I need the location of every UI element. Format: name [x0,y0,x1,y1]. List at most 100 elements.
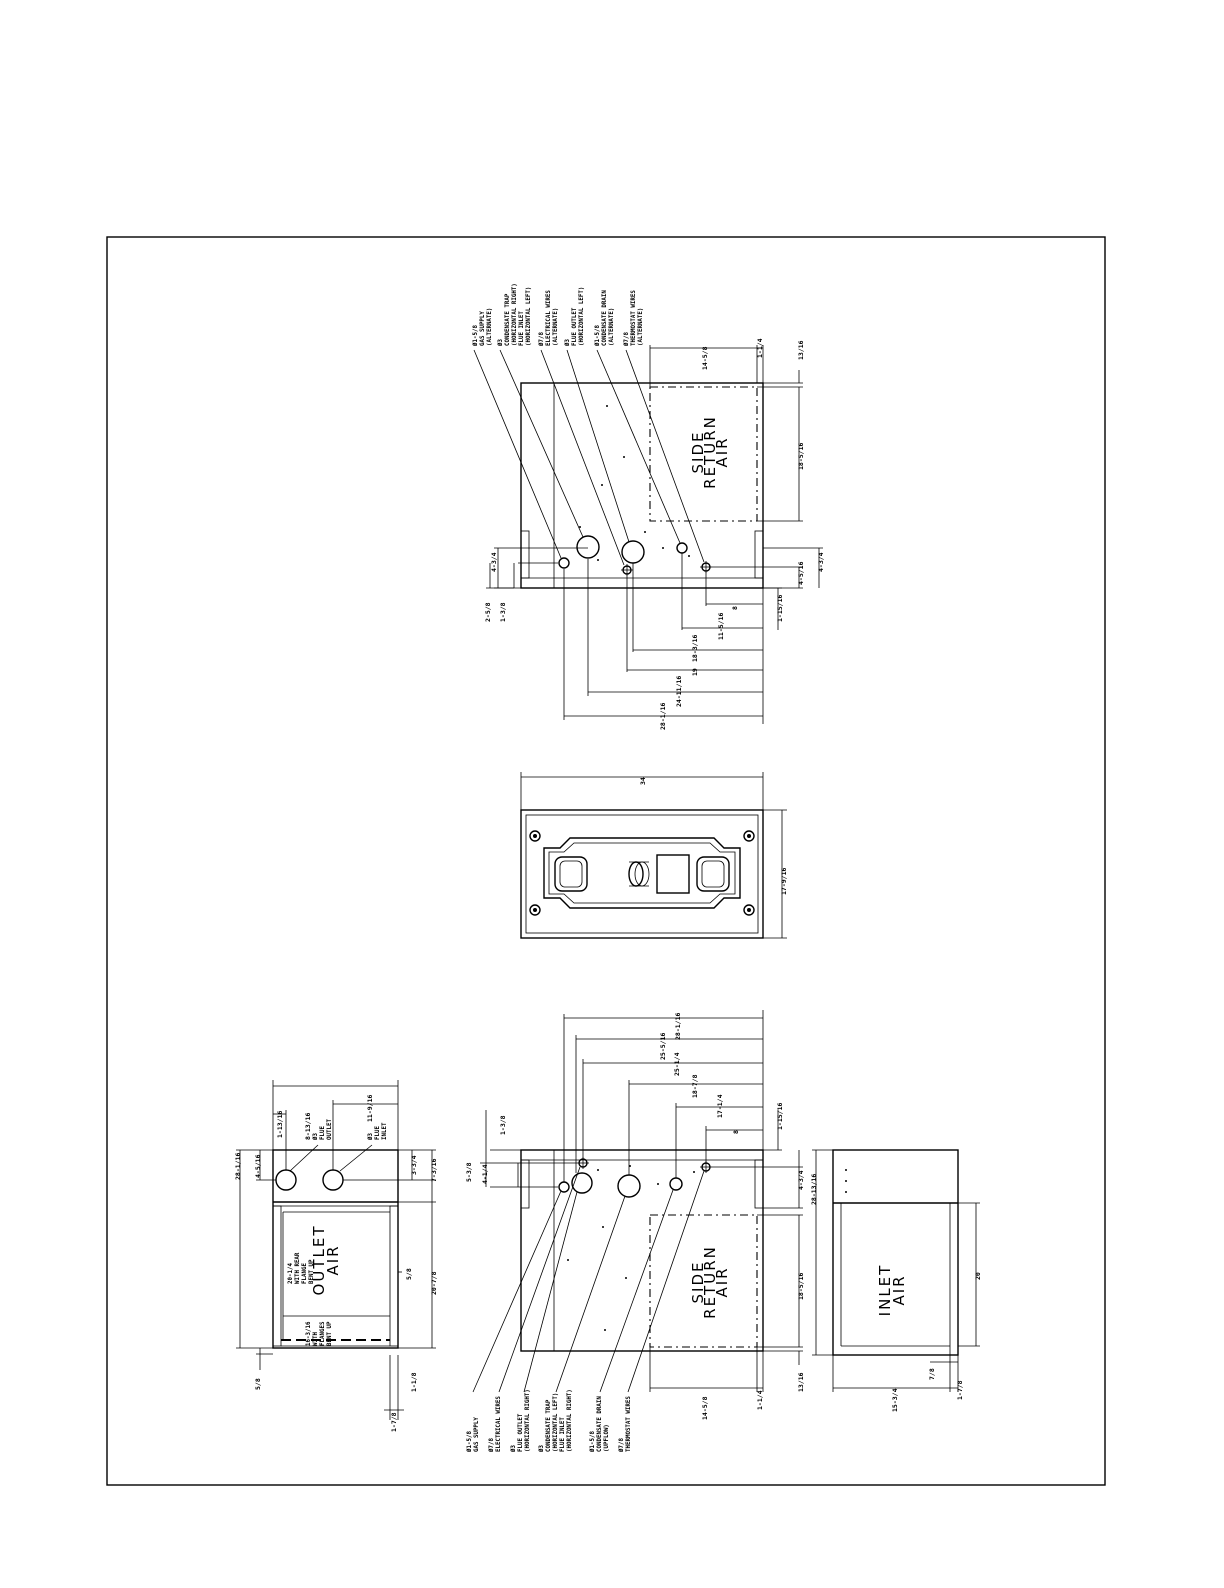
top-dim-28-1-16: 28-1/16 [659,703,667,730]
inlet-flue-note-1: Ø3 [367,1133,374,1141]
top-dim-1-15-16: 1-15/16 [776,595,784,622]
inlet-flue-note-3: INLET [382,1122,388,1140]
flue-outlet-hole [621,540,645,564]
bottom-flue-outlet-hole [571,1172,593,1194]
top-callout-5-3: (ALTERNATE) [609,308,615,346]
top-dim-24-11-16: 24-11/16 [675,676,683,707]
bottom-dim-25-5-16: 25-5/16 [659,1033,667,1060]
top-callout-2-5: (HORIZONTAL LEFT) [526,287,532,346]
outlet-dim-1-1-8: 1-1/8 [410,1372,418,1392]
top-view-label-2: RETURN [701,415,719,489]
top-callout-6-3: (ALTERNATE) [638,308,644,346]
top-view-cabinet [520,382,764,589]
bottom-callout-6-1: Ø7/8 [618,1438,625,1453]
outlet-note-top-3: FLANGE [302,1263,308,1284]
top-dim-1-3-8: 1-3/8 [499,602,507,622]
top-dim-1-1-4: 1-1/4 [756,338,764,358]
outlet-note-top-1: 20-1/4 [288,1263,294,1284]
outlet-dim-5-8-b: 5/8 [405,1268,413,1280]
outlet-dim-11-9-16: 11-9/16 [366,1095,374,1122]
bottom-callout-1-2: GAS SUPPLY [474,1417,480,1452]
outlet-label-2: AIR [324,1244,342,1275]
top-callout-5-2: CONDENSATE DRAIN [602,290,608,346]
bottom-dim-17-1-4: 17-1/4 [716,1094,724,1118]
outlet-dim-5-8-a: 5/8 [254,1378,262,1390]
inlet-view-cabinet [832,1149,959,1356]
top-callout-2-3: (HORIZONTAL RIGHT) [512,283,518,346]
outlet-note-bottom-3: FLANGES [320,1321,326,1346]
top-view-return-cutout [649,386,758,522]
bottom-callout-5-2: CONDENSATE DRAIN [597,1396,603,1452]
bottom-dim-14-5-8: 14-5/8 [701,1396,709,1420]
outlet-view: OUTLET AIR 20-1/4 WITH REAR FLANGE BENT … [234,1080,438,1432]
blower-deck [543,837,741,909]
control-box [656,854,690,894]
outlet-flue-hole [275,1169,297,1191]
inlet-view: INLET AIR 28-13/16 20 15-3/4 7/8 1-7/8 [810,1149,982,1412]
inlet-dim-1-7-8: 1-7/8 [956,1380,964,1400]
outlet-note-bottom-1: 16-3/16 [306,1321,312,1346]
middle-view: 34 17-9/16 [520,772,788,939]
top-callout-2-4: FLUE INLET [519,311,525,346]
bottom-dim-1-1-4: 1-1/4 [756,1390,764,1410]
bottom-dim-13-16: 13/16 [797,1372,805,1392]
top-view-label-1: SIDE [689,431,707,474]
outlet-flue-note-3: OUTLET [327,1119,333,1140]
condensate-trap-hole [576,535,600,559]
bottom-callout-1-1: Ø1-5/8 [466,1431,473,1453]
inlet-label-1: INLET [876,1264,894,1317]
bottom-dim-4-1-4: 4-1/4 [481,1164,489,1184]
outlet-note-top-2: WITH REAR [295,1252,301,1284]
top-callout-4-3: (HORIZONTAL LEFT) [579,287,585,346]
bottom-callout-5-3: (UPFLOW) [604,1424,610,1452]
bottom-callout-4-2: CONDENSATE TRAP [546,1399,552,1452]
bottom-dim-18-5-16: 18-5/16 [797,1273,805,1300]
bottom-view-cabinet [520,1149,764,1352]
top-view: SIDE RETURN AIR Ø1-5/8 [472,283,825,730]
top-callout-6-1: Ø7/8 [623,332,630,347]
bottom-drain-hole [669,1177,683,1191]
bottom-view: SIDE RETURN AIR Ø1-5/8 GAS SUPP [465,1010,805,1453]
outlet-flue-note-1: Ø3 [312,1133,319,1141]
top-dim-11-5-16: 11-5/16 [717,613,725,640]
top-callout-1-3: (ALTERNATE) [487,308,493,346]
bottom-dim-1-3-8: 1-3/8 [499,1115,507,1135]
outlet-dim-20-7-8: 20-7/8 [430,1271,438,1295]
top-callout-4-1: Ø3 [564,339,571,347]
bottom-callout-4-1: Ø3 [538,1445,545,1453]
bottom-dim-18-7-8: 18-7/8 [691,1074,699,1098]
top-dim-4-5-16: 4-5/16 [797,561,805,585]
top-dim-18-5-16: 18-5/16 [797,443,805,470]
bottom-gas-hole [558,1181,570,1193]
bottom-callout-3-3: (HORIZONTAL RIGHT) [525,1389,531,1452]
bottom-dim-1-15-16: 1-15/16 [776,1103,784,1130]
top-dim-4-3-4-right: 4-3/4 [817,552,825,572]
gas-supply-hole [558,557,570,569]
inlet-dim-20: 20 [974,1272,982,1280]
top-callout-2-1: Ø3 [497,339,504,347]
bottom-view-label-3: AIR [713,1266,731,1297]
top-callout-2-2: CONDENSATE TRAP [505,293,511,346]
bottom-callout-2-2: ELECTRICAL WIRES [496,1396,502,1452]
middle-dim-depth: 17-9/16 [780,868,788,895]
bottom-view-return-cutout [649,1214,758,1348]
bottom-dim-25-1-4: 25-1/4 [673,1052,681,1076]
top-callout-5-1: Ø1-5/8 [594,325,601,347]
bottom-view-label-1: SIDE [689,1261,707,1304]
bottom-dim-8: 8 [732,1130,740,1134]
top-dim-18-3-16: 18-3/16 [691,635,699,662]
inlet-label-2: AIR [890,1274,908,1305]
top-callout-3-3: (ALTERNATE) [553,308,559,346]
outlet-dim-7-3-16: 7-3/16 [430,1158,438,1182]
top-callout-1-1: Ø1-5/8 [472,325,479,347]
outlet-note-top-4: BENT UP [309,1259,315,1284]
outlet-dim-8-13-16: 8-13/16 [304,1113,312,1140]
top-dim-13-16: 13/16 [797,340,805,360]
bottom-dim-5-3-8: 5-3/8 [465,1162,473,1182]
middle-view-cabinet [520,809,764,939]
outlet-note-bottom-2: WITH [313,1332,319,1346]
bottom-view-label-2: RETURN [701,1245,719,1319]
bottom-callout-4-3: (HORIZONTAL LEFT) [553,1393,559,1452]
